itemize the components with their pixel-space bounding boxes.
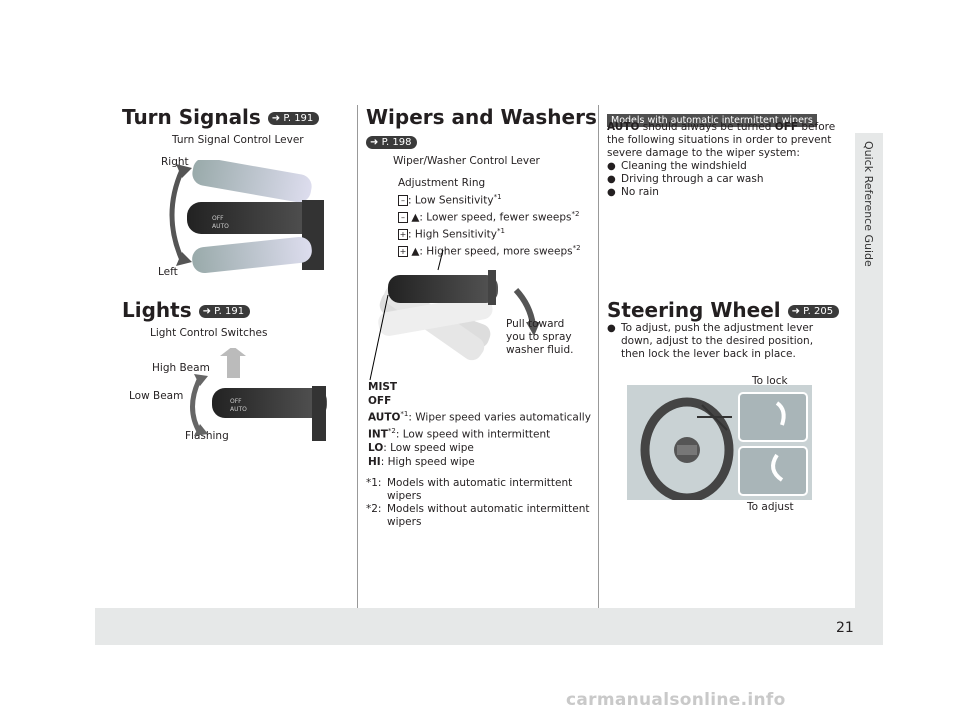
int-text: : Low speed with intermittent: [395, 428, 551, 441]
lights-ref-link[interactable]: ➜ P. 191: [198, 305, 251, 318]
right-label: Right: [161, 156, 189, 168]
hi-text: : High speed wipe: [380, 455, 475, 468]
auto-keyword: AUTO: [607, 121, 640, 133]
wiper-slow-icon: ▲: [411, 211, 420, 223]
mist-label: MIST: [368, 381, 398, 393]
auto-text: : Wiper speed varies automatically: [408, 411, 591, 424]
steering-ref-link[interactable]: ➜ P. 205: [787, 305, 840, 318]
steering-wheel-illustration: [627, 385, 812, 500]
lower-speed-text: : Lower speed, fewer sweeps: [419, 211, 572, 223]
footnotes: *1: Models with automatic intermittent wi…: [366, 477, 591, 529]
high-beam-label: High Beam: [152, 362, 210, 374]
footnote2-mark: *2:: [366, 503, 382, 515]
footnote-mark: *1: [497, 226, 505, 235]
high-sensitivity-text: : High Sensitivity: [408, 228, 498, 240]
ref-text: P. 191: [214, 306, 245, 317]
steering-bullet: To adjust, push the adjustment lever dow…: [607, 322, 837, 361]
auto-note-text2: before the following situations in order…: [607, 121, 836, 159]
svg-text:OFF: OFF: [230, 398, 242, 405]
svg-text:AUTO: AUTO: [212, 223, 229, 230]
auto-label: AUTO: [368, 411, 401, 424]
lo-text: : Low speed wipe: [383, 442, 474, 454]
turn-signals-title: Turn Signals: [122, 105, 261, 129]
footnote-mark: *1: [400, 410, 409, 418]
auto-note-paragraph: AUTO should always be turned OFF before …: [607, 121, 839, 199]
svg-text:OFF: OFF: [212, 215, 224, 222]
plus-icon: +: [398, 228, 408, 240]
bullet-item: Driving through a car wash: [607, 173, 839, 186]
turn-signals-ref-link[interactable]: ➜ P. 191: [267, 112, 320, 125]
watermark: carmanualsonline.info: [566, 690, 786, 710]
model-badge: Models with automatic intermittent wiper…: [607, 114, 817, 127]
adjustment-ring-label: Adjustment Ring: [398, 177, 486, 189]
lights-heading: Lights ➜ P. 191: [122, 298, 251, 322]
washer-fluid-line: washer fluid.: [506, 344, 574, 356]
page-number: 21: [836, 620, 854, 636]
low-beam-label: Low Beam: [129, 390, 184, 402]
bullet-item: No rain: [607, 186, 839, 199]
column-divider: [357, 105, 358, 608]
steering-instruction: To adjust, push the adjustment lever dow…: [607, 322, 837, 361]
off-keyword: OFF: [774, 121, 799, 133]
to-adjust-label: To adjust: [747, 501, 794, 513]
light-switch-label: Light Control Switches: [150, 327, 268, 339]
footer-band: [95, 608, 883, 645]
footnote-mark: *2: [572, 243, 581, 252]
steering-heading: Steering Wheel ➜ P. 205: [607, 298, 840, 322]
turn-signal-lever-label: Turn Signal Control Lever: [172, 134, 304, 146]
footnote2-text: Models without automatic intermittent wi…: [387, 503, 590, 528]
pull-toward-line: Pull toward: [506, 318, 565, 330]
lo-label: LO: [368, 442, 384, 454]
auto-note-text1: should always be turned: [639, 121, 775, 133]
left-label: Left: [158, 266, 178, 278]
minus-icon: –: [398, 211, 408, 223]
sidebar-label-box: Quick Reference Guide: [855, 133, 883, 333]
ref-text: P. 205: [803, 306, 834, 317]
ref-text: P. 198: [381, 137, 412, 148]
minus-icon: –: [398, 194, 408, 206]
int-label: INT: [368, 428, 388, 441]
adjustment-ring-legend: Adjustment Ring –: Low Sensitivity*1 – ▲…: [398, 177, 581, 259]
wiper-positions-legend: MIST OFF AUTO*1: Wiper speed varies auto…: [368, 381, 591, 469]
steering-title: Steering Wheel: [607, 298, 781, 322]
wipers-title: Wipers and Washers: [366, 105, 597, 129]
light-lever-illustration: OFF AUTO: [190, 348, 327, 441]
svg-text:AUTO: AUTO: [230, 406, 247, 413]
ref-text: P. 191: [283, 113, 314, 124]
turn-signal-lever-illustration: OFF AUTO: [169, 160, 324, 274]
pull-toward-text: Pull toward you to spray washer fluid.: [506, 318, 573, 357]
bullet-item: Cleaning the windshield: [607, 160, 839, 173]
low-sensitivity-text: : Low Sensitivity: [408, 194, 494, 206]
sidebar-tab: [855, 133, 883, 608]
footnote1-mark: *1:: [366, 477, 382, 489]
footnote-mark: *2: [571, 209, 580, 218]
wiper-lever-illustration: [369, 250, 540, 380]
footnote-mark: *1: [493, 192, 502, 201]
wipers-ref-link[interactable]: ➜ P. 198: [366, 136, 418, 149]
footnote1-text: Models with automatic intermittent wiper…: [387, 477, 573, 502]
off-label: OFF: [368, 394, 392, 407]
plus-icon: +: [398, 245, 408, 257]
wipers-heading: Wipers and Washers: [366, 105, 597, 129]
hi-label: HI: [368, 455, 381, 468]
wiper-lever-label: Wiper/Washer Control Lever: [393, 155, 540, 167]
footnote-mark: *2: [387, 427, 396, 435]
to-lock-label: To lock: [752, 375, 788, 387]
spray-line: you to spray: [506, 331, 572, 343]
lights-title: Lights: [122, 298, 192, 322]
column-divider: [598, 105, 599, 608]
sidebar-label: Quick Reference Guide: [862, 141, 875, 267]
higher-speed-text: : Higher speed, more sweeps: [419, 245, 573, 257]
wiper-fast-icon: ▲: [411, 245, 420, 257]
turn-signals-heading: Turn Signals ➜ P. 191: [122, 105, 320, 129]
